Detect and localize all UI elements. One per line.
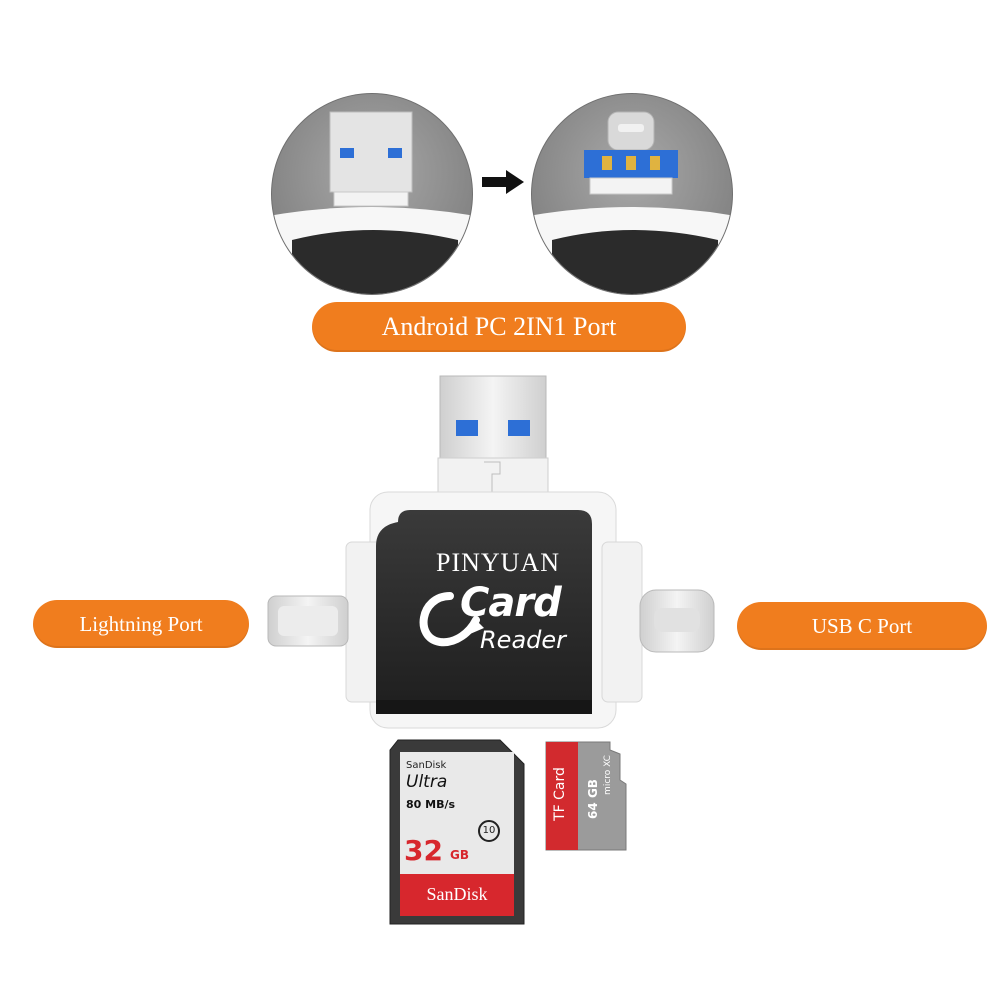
card-reader-logo <box>410 580 590 660</box>
usb-c-port-label: USB C Port <box>737 602 987 650</box>
android-pc-port-text: Android PC 2IN1 Port <box>381 312 617 341</box>
android-pc-port-label: Android PC 2IN1 Port <box>312 302 686 352</box>
sd-unit: GB <box>450 848 469 862</box>
sd-brand-top: SanDisk <box>406 760 447 771</box>
tf-card-capacity: 64 GB <box>586 779 600 819</box>
sd-brand-bottom: SanDisk <box>426 884 488 904</box>
lightning-port-text: Lightning Port <box>79 611 203 636</box>
sd-speed: 80 MB/s <box>406 798 456 811</box>
usb-c-port-text: USB C Port <box>811 613 913 638</box>
card-reader-device <box>262 370 722 730</box>
sd-capacity: 32 <box>404 834 443 867</box>
logo-word-card: Card <box>460 580 562 626</box>
tf-card: TF Card 64 GB micro XC <box>544 740 628 852</box>
sd-class: 10 <box>478 820 500 842</box>
sd-card: SanDisk Ultra 80 MB/s 10 32 GB SanDisk <box>388 738 526 928</box>
arrow-right-icon <box>480 170 526 194</box>
tf-card-type: micro XC <box>603 755 613 795</box>
device-brand-text: PINYUAN <box>436 548 560 577</box>
sd-line: Ultra <box>406 772 448 792</box>
logo-word-reader: Reader <box>480 626 567 654</box>
tf-card-label: TF Card <box>552 767 568 821</box>
usb-c-closeup-circle <box>528 90 736 298</box>
usb-a-closeup-circle <box>268 90 476 298</box>
lightning-port-label: Lightning Port <box>33 600 249 648</box>
